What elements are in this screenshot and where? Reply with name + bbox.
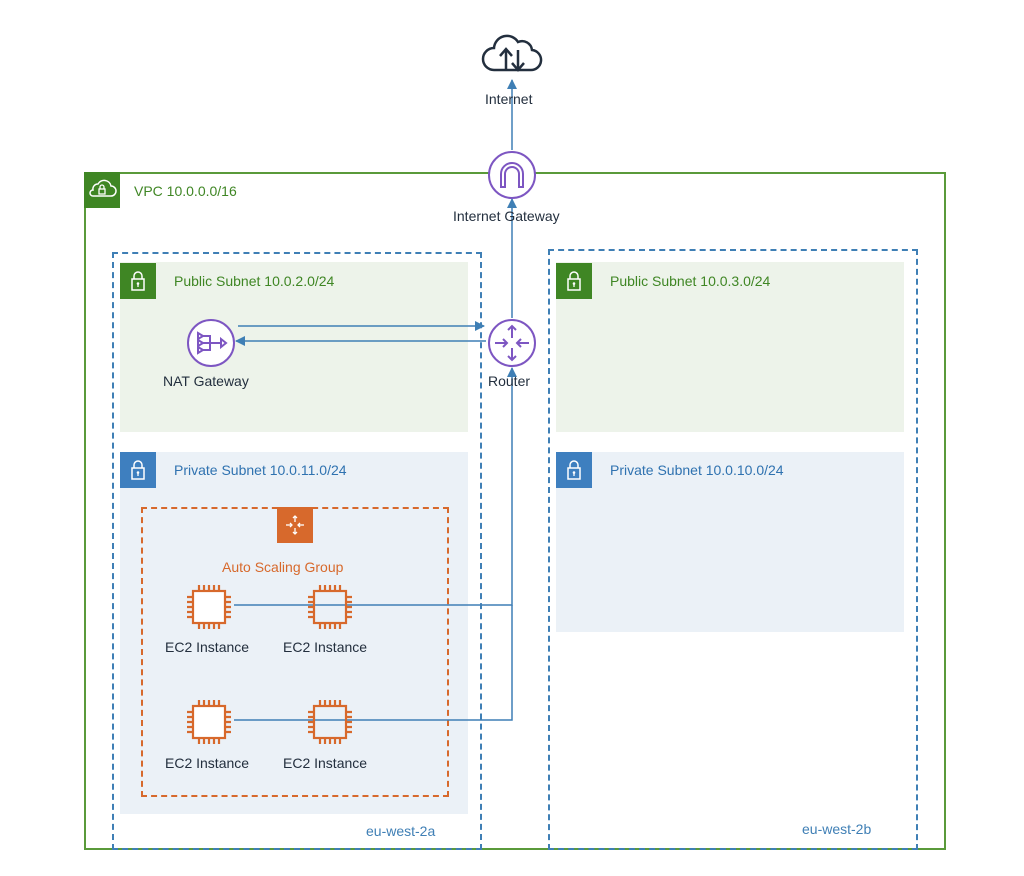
private-subnet-a-label: Private Subnet 10.0.11.0/24	[174, 462, 347, 478]
private-subnet-b	[556, 452, 904, 632]
nat-gateway-icon	[186, 318, 236, 368]
auto-scaling-icon	[277, 507, 313, 543]
ec2-instance-icon	[184, 697, 234, 747]
internet-gateway-icon	[487, 150, 537, 200]
availability-zone-b	[548, 249, 918, 850]
router-icon	[487, 318, 537, 368]
lock-icon	[120, 452, 156, 488]
public-subnet-a	[120, 262, 468, 432]
auto-scaling-group-label: Auto Scaling Group	[222, 559, 344, 575]
router-label: Router	[488, 373, 531, 389]
internet-cloud-icon	[480, 30, 544, 76]
availability-zone-a	[112, 252, 482, 850]
internet-gateway-label: Internet Gateway	[453, 208, 560, 224]
public-subnet-b	[556, 262, 904, 432]
public-subnet-b-label: Public Subnet 10.0.3.0/24	[610, 273, 771, 289]
ec2-instance-label: EC2 Instance	[165, 639, 250, 655]
az-a-label: eu-west-2a	[366, 823, 436, 839]
nat-gateway-label: NAT Gateway	[163, 373, 249, 389]
ec2-instance-icon	[184, 582, 234, 632]
vpc-label: VPC 10.0.0.0/16	[134, 183, 237, 199]
ec2-instance-icon	[305, 582, 355, 632]
lock-icon	[556, 452, 592, 488]
private-subnet-b-label: Private Subnet 10.0.10.0/24	[610, 462, 784, 478]
lock-icon	[120, 263, 156, 299]
ec2-instance-label: EC2 Instance	[165, 755, 250, 771]
ec2-instance-label: EC2 Instance	[283, 755, 368, 771]
ec2-row1-to-router-line	[234, 367, 517, 606]
public-subnet-a-label: Public Subnet 10.0.2.0/24	[174, 273, 335, 289]
ec2-instance-icon	[305, 697, 355, 747]
lock-icon	[556, 263, 592, 299]
vpc-icon	[84, 172, 120, 208]
az-b-label: eu-west-2b	[802, 821, 872, 837]
ec2-row2-to-router-line	[234, 605, 513, 721]
internet-label: Internet	[485, 91, 533, 107]
ec2-instance-label: EC2 Instance	[283, 639, 368, 655]
